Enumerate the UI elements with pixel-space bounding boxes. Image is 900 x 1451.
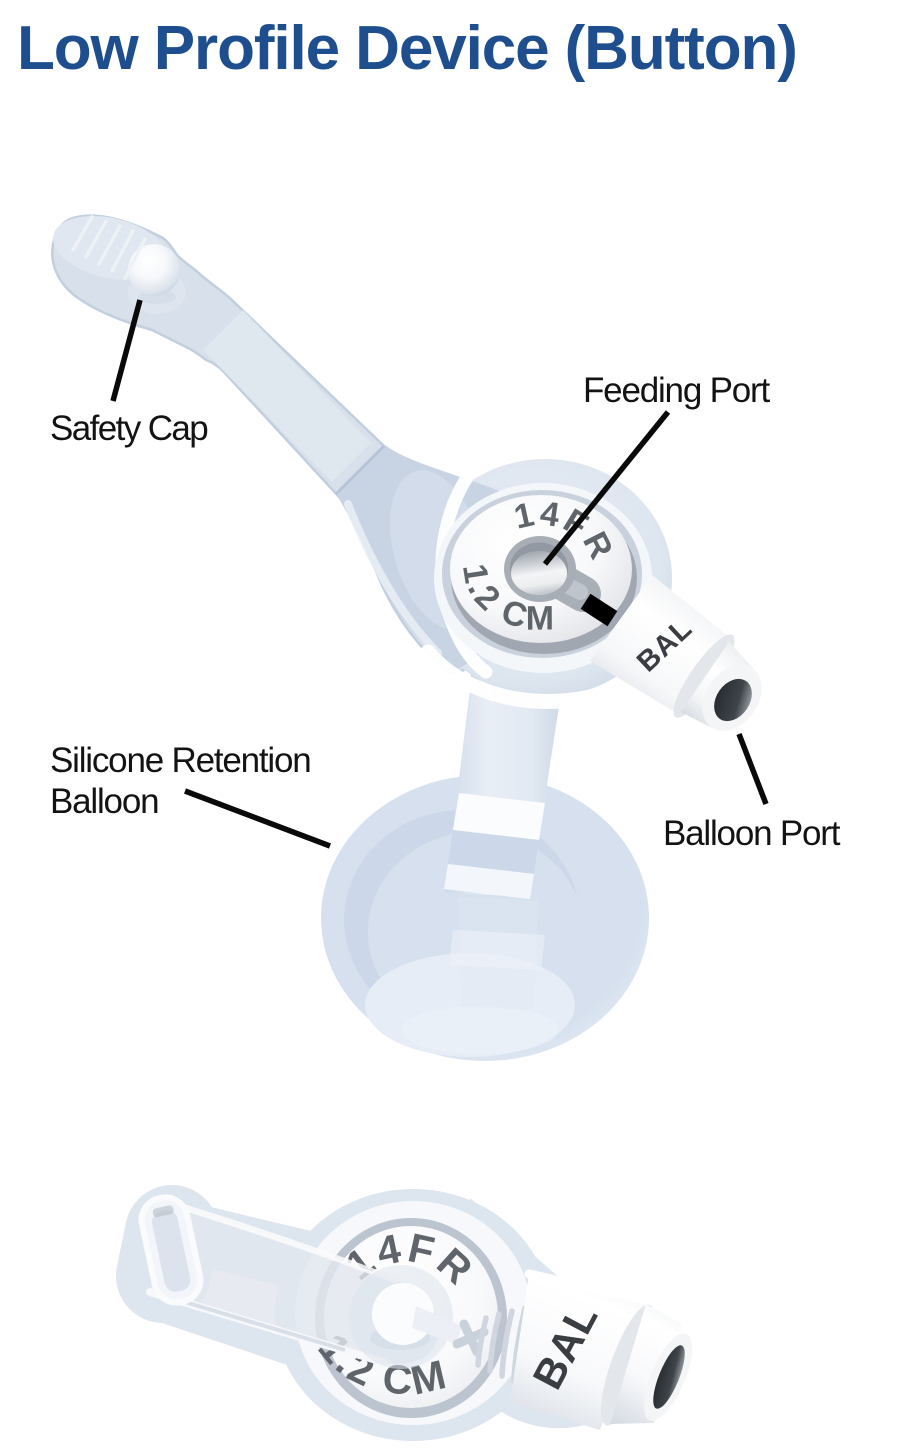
svg-text:Safety Cap: Safety Cap [50,409,207,448]
svg-text:Feeding Port: Feeding Port [583,371,770,410]
svg-text:Balloon Port: Balloon Port [663,814,841,853]
svg-text:Low Profile Device (Button): Low Profile Device (Button) [17,14,797,83]
svg-text:Silicone Retention: Silicone Retention [50,741,311,780]
svg-text:Balloon: Balloon [50,782,158,821]
